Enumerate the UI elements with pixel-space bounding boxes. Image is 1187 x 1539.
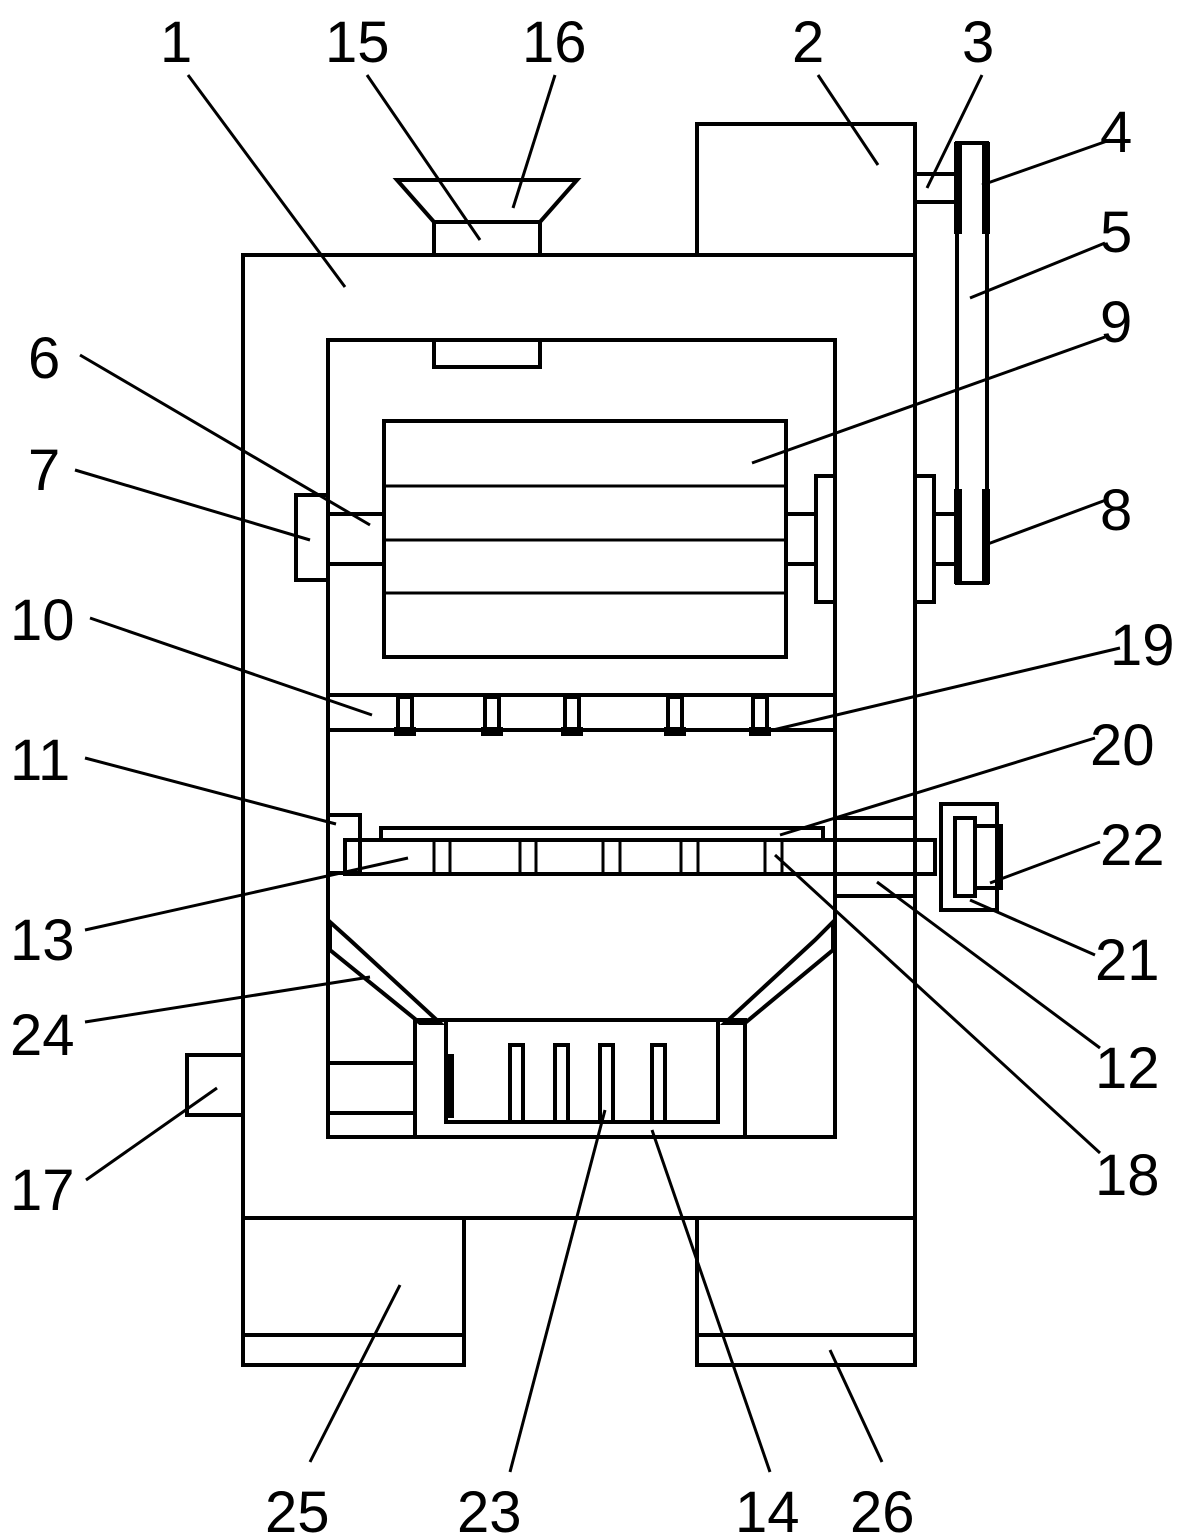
collection-inner <box>444 1018 720 1124</box>
rod-sleeve-bottom <box>833 872 917 898</box>
label-1: 1 <box>160 10 192 75</box>
drawer-rail <box>326 1061 417 1115</box>
lower-pulley-right <box>982 489 990 584</box>
label-6: 6 <box>28 326 60 391</box>
label-16: 16 <box>522 10 587 75</box>
feed-hopper <box>392 178 582 224</box>
label-21: 21 <box>1095 928 1160 993</box>
label-11: 11 <box>10 728 70 793</box>
vibration-motor <box>973 824 1003 890</box>
label-20: 20 <box>1090 713 1155 778</box>
label-17: 17 <box>10 1158 75 1223</box>
motor-shaft <box>913 172 959 204</box>
screen-cells <box>432 840 784 874</box>
right-bearing <box>814 474 837 604</box>
vibration-plate <box>953 816 977 898</box>
inlet-collar <box>432 338 542 369</box>
main-housing <box>241 253 917 1220</box>
label-10: 10 <box>10 588 75 653</box>
label-8: 8 <box>1100 478 1132 543</box>
screen-rod <box>343 838 937 876</box>
collection-box <box>413 1018 747 1139</box>
collection-fins <box>508 1043 667 1124</box>
rod-sleeve-top <box>833 816 917 842</box>
upper-pulley <box>954 142 962 234</box>
lower-pulley <box>954 489 962 584</box>
right-shaft <box>784 512 818 566</box>
label-22: 22 <box>1100 813 1165 878</box>
funnel-left <box>328 917 446 1025</box>
leader-lines <box>74 74 1121 1473</box>
left-bearing <box>294 493 330 582</box>
nozzle-row <box>394 695 771 736</box>
feed-pipe <box>432 220 542 257</box>
label-23: 23 <box>457 1480 522 1539</box>
label-13: 13 <box>10 908 75 973</box>
label-9: 9 <box>1100 290 1132 355</box>
right-support-leg <box>695 1216 917 1367</box>
label-12: 12 <box>1095 1036 1160 1101</box>
drive-belt <box>955 141 989 585</box>
left-shaft <box>326 512 386 566</box>
label-5: 5 <box>1100 200 1132 265</box>
label-18: 18 <box>1095 1143 1160 1208</box>
outer-shaft <box>932 512 958 566</box>
handle-bar <box>447 1054 454 1118</box>
vibration-housing <box>939 802 999 912</box>
outlet-pipe <box>185 1053 245 1117</box>
funnel-right <box>719 917 835 1025</box>
outer-bearing <box>913 474 936 604</box>
upper-pulley-right <box>982 142 990 234</box>
label-19: 19 <box>1110 613 1175 678</box>
label-14: 14 <box>735 1480 800 1539</box>
label-26: 26 <box>850 1480 915 1539</box>
label-25: 25 <box>265 1480 330 1539</box>
label-7: 7 <box>28 438 60 503</box>
label-4: 4 <box>1100 100 1132 165</box>
label-2: 2 <box>792 10 824 75</box>
left-support-leg <box>241 1216 466 1367</box>
label-3: 3 <box>962 10 994 75</box>
motor-box <box>695 122 917 257</box>
label-24: 24 <box>10 1003 75 1068</box>
label-15: 15 <box>325 10 390 75</box>
